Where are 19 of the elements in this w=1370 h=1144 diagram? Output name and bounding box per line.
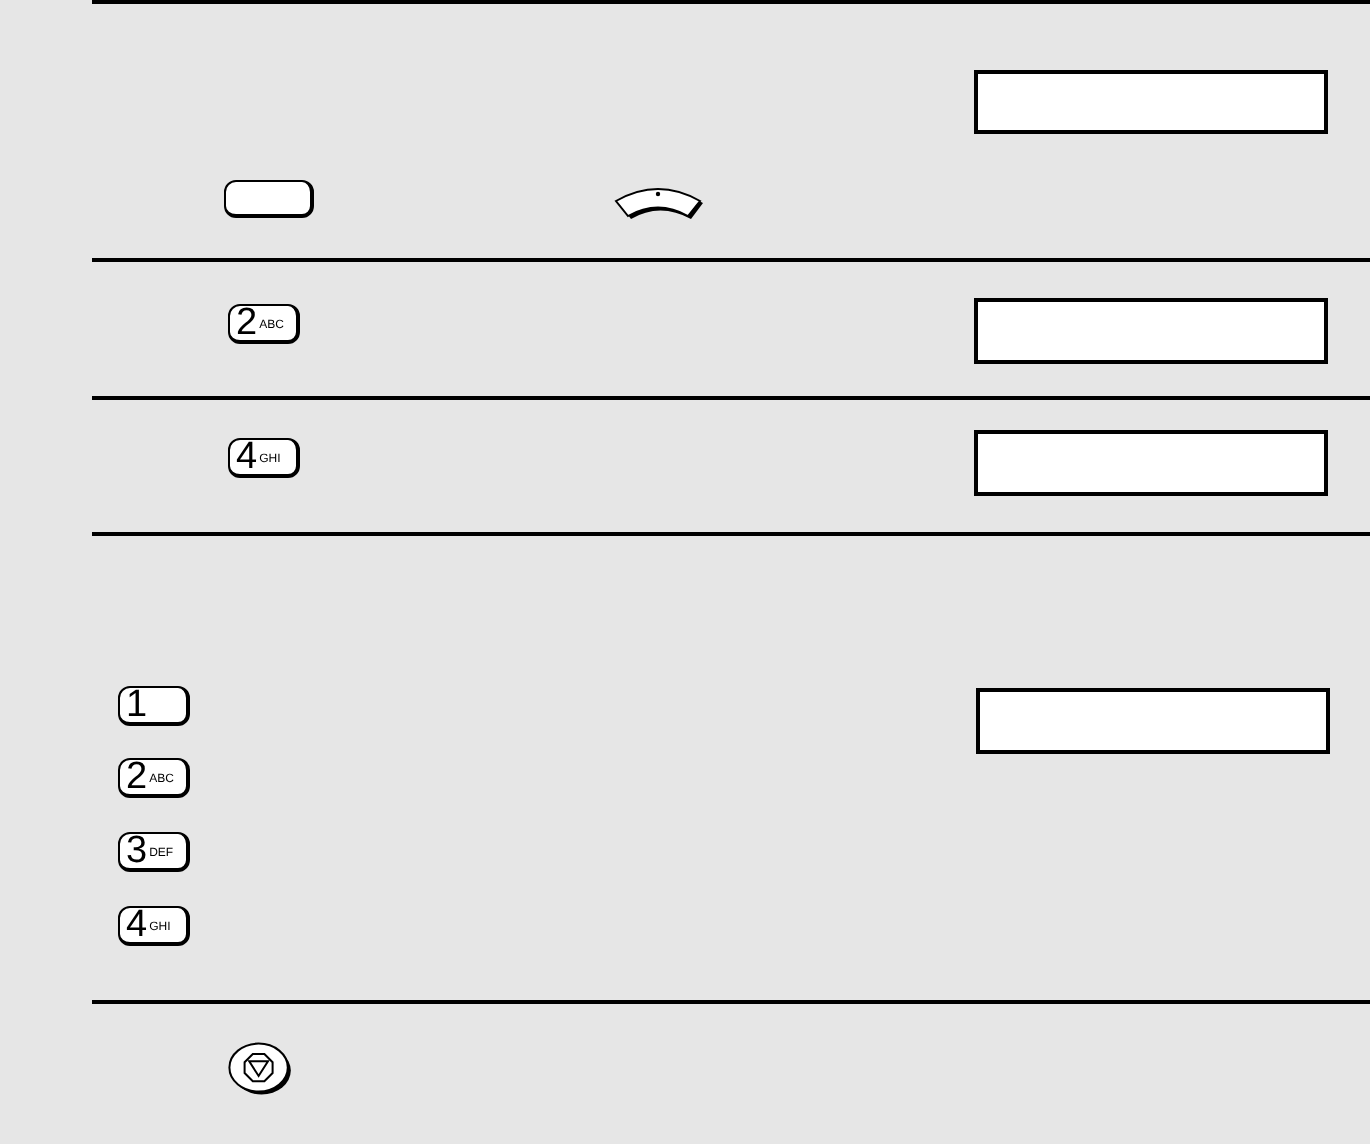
stop-key-icon xyxy=(228,1042,292,1096)
key-digit: 4 xyxy=(236,438,258,476)
key-digit: 3 xyxy=(126,832,148,870)
key-digit: 2 xyxy=(236,304,258,342)
key-digit: 2 xyxy=(126,758,148,796)
curved-key-icon xyxy=(614,184,706,220)
keypad-key xyxy=(118,686,190,726)
key-digit: 1 xyxy=(126,686,148,724)
display-panel xyxy=(976,688,1330,754)
display-panel xyxy=(974,70,1328,134)
blank-key xyxy=(224,180,314,218)
keypad-key xyxy=(228,438,300,478)
key-digit: 4 xyxy=(126,906,148,944)
display-panel xyxy=(974,298,1328,364)
keypad-key xyxy=(118,758,190,798)
keypad-key xyxy=(118,906,190,946)
keypad-key xyxy=(118,832,190,872)
keypad-key xyxy=(228,304,300,344)
display-panel xyxy=(974,430,1328,496)
